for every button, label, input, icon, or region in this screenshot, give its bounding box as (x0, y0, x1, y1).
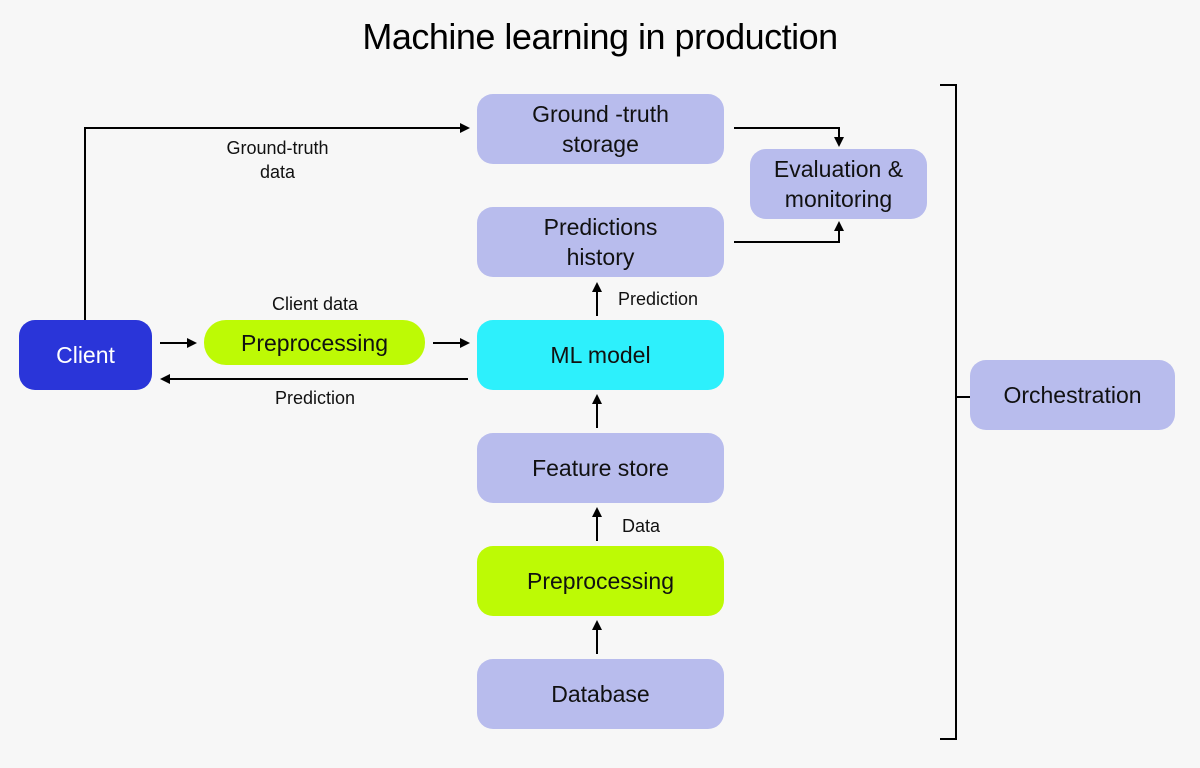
label-data: Data (622, 516, 661, 536)
preprocessing-db-node[interactable]: Preprocessing (477, 546, 724, 616)
client-node[interactable]: Client (19, 320, 152, 390)
label-client-data: Client data (271, 294, 359, 314)
preprocessing-client-node[interactable]: Preprocessing (204, 320, 425, 365)
database-node[interactable]: Database (477, 659, 724, 729)
orchestration-bracket (940, 84, 957, 740)
edge-history-to-eval (734, 221, 844, 243)
edge-client-to-ground-truth (84, 123, 470, 320)
evaluation-monitoring-node[interactable]: Evaluation & monitoring (750, 149, 927, 219)
diagram-title: Machine learning in production (362, 16, 838, 57)
feature-store-node[interactable]: Feature store (477, 433, 724, 503)
label-prediction-to-history: Prediction (618, 289, 699, 309)
orchestration-node[interactable]: Orchestration (970, 360, 1175, 430)
ground-truth-storage-node[interactable]: Ground -truth storage (477, 94, 724, 164)
predictions-history-node[interactable]: Predictions history (477, 207, 724, 277)
edge-ground-truth-to-eval (734, 127, 844, 147)
label-prediction-to-client: Prediction (274, 388, 356, 408)
ml-model-node[interactable]: ML model (477, 320, 724, 390)
